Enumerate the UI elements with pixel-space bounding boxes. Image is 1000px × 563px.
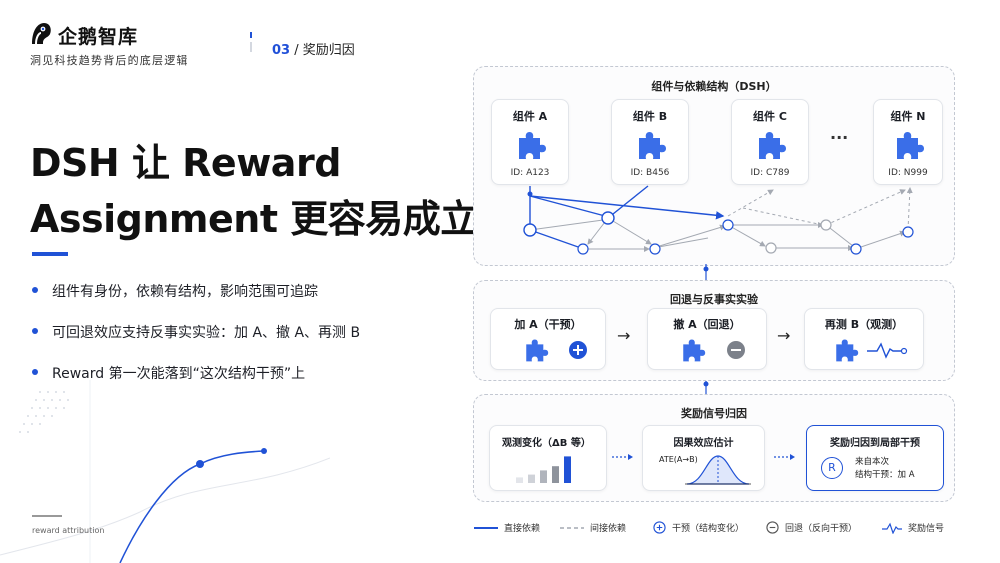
- title-line-1: DSH 让 Reward: [30, 141, 341, 185]
- page-title: DSH 让 Reward Assignment 更容易成立: [30, 135, 478, 247]
- bullet-dot: [32, 287, 38, 293]
- attribution-text: 来自本次 结构干预：加 A: [855, 456, 915, 482]
- step-add-a: 加 A（干预）: [490, 308, 606, 370]
- dotted-arrow: [774, 454, 795, 460]
- bullet-text: 可回退效应支持反事实实验：加 A、撤 A、再测 B: [52, 325, 361, 341]
- component-id: ID: N999: [888, 168, 928, 178]
- legend-label: 直接依赖: [504, 524, 541, 534]
- title-accent-bar: [32, 252, 68, 256]
- step-label: 再测 B（观测）: [824, 318, 904, 331]
- bullet-text: Reward 第一次能落到“这次结构干预”上: [52, 366, 306, 382]
- legend-direct: 直接依赖: [474, 521, 540, 534]
- causal-card: 因果效应估计 ATE(A→B): [642, 425, 765, 491]
- legend-reward: 奖励信号: [882, 521, 944, 534]
- component-name: 组件 C: [753, 110, 787, 123]
- component-name: 组件 A: [512, 110, 548, 123]
- signal-icon: [882, 522, 902, 534]
- spark-bar: [564, 456, 571, 483]
- spark-bar: [528, 474, 535, 483]
- plus-circle-icon: [569, 341, 587, 359]
- legend-indirect: 间接依赖: [560, 521, 626, 534]
- observe-label: 观测变化（ΔB 等）: [502, 438, 591, 449]
- bullet-item: 组件有身份，依赖有结构，影响范围可追踪: [32, 281, 318, 301]
- arrow: →: [617, 326, 631, 345]
- reward-panel-title: 奖励信号归因: [681, 407, 747, 420]
- puzzle-icon: [526, 339, 549, 362]
- component-card-n: 组件 N ID: N999: [873, 99, 943, 185]
- section-title: 奖励归因: [302, 43, 355, 58]
- bullet-dot: [32, 369, 38, 375]
- component-card-c: 组件 C ID: C789: [731, 99, 809, 185]
- footer-divider: [32, 515, 62, 517]
- legend-rollback: 回退（反向干预）: [766, 521, 857, 534]
- attribution-text-line: 结构干预：加 A: [855, 470, 915, 480]
- ate-formula: ATE(A→B): [659, 455, 698, 464]
- bullet-item: Reward 第一次能落到“这次结构干预”上: [32, 363, 305, 383]
- legend-intervention: 干预（结构变化）: [653, 521, 744, 534]
- brand-tagline: 洞见科技趋势背后的底层逻辑: [30, 54, 189, 67]
- signal-icon: [867, 342, 908, 359]
- legend-label: 奖励信号: [908, 524, 945, 534]
- bullet-item: 可回退效应支持反事实实验：加 A、撤 A、再测 B: [32, 322, 360, 342]
- puzzle-icon: [836, 339, 859, 362]
- component-id: ID: C789: [750, 168, 790, 178]
- bullet-text: 组件有身份，依赖有结构，影响范围可追踪: [52, 284, 318, 300]
- bullet-dot: [32, 328, 38, 334]
- footer-caption: reward attribution: [32, 526, 105, 535]
- component-id: ID: B456: [630, 168, 670, 178]
- title-line-2: Assignment 更容易成立: [30, 197, 478, 241]
- legend-label: 间接依赖: [590, 524, 627, 534]
- plus-circle-icon: [653, 521, 666, 534]
- puzzle-icon: [683, 339, 706, 362]
- dependency-graph: [523, 185, 914, 255]
- dotted-arrow: [612, 454, 633, 460]
- legend-label: 干预（结构变化）: [672, 524, 745, 534]
- puzzle-icon: [759, 132, 786, 159]
- reward-badge-icon: R: [821, 457, 843, 479]
- component-name: 组件 B: [632, 110, 668, 123]
- bell-curve-icon: [685, 455, 751, 485]
- decorative-curve: [0, 380, 330, 563]
- attribution-label: 奖励归因到局部干预: [830, 438, 920, 449]
- attribution-card: 奖励归因到局部干预 R 来自本次 结构干预：加 A: [806, 425, 944, 491]
- component-name: 组件 N: [890, 110, 926, 123]
- dsh-panel-title: 组件与依赖结构（DSH）: [651, 80, 777, 93]
- component-card-b: 组件 B ID: B456: [611, 99, 689, 185]
- step-label: 加 A（干预）: [514, 318, 582, 331]
- brand-name: 企鹅智库: [58, 26, 139, 48]
- bar-sparkline: [516, 456, 571, 483]
- arrow: →: [777, 326, 791, 345]
- puzzle-icon: [639, 132, 666, 159]
- puzzle-icon: [519, 132, 546, 159]
- component-card-a: 组件 A ID: A123: [491, 99, 569, 185]
- step-measure-b: 再测 B（观测）: [804, 308, 924, 370]
- experiment-panel-title: 回退与反事实实验: [670, 293, 758, 306]
- causal-label: 因果效应估计: [673, 438, 734, 449]
- step-label: 撤 A（回退）: [673, 318, 741, 331]
- observe-card: 观测变化（ΔB 等）: [489, 425, 607, 491]
- breadcrumb-divider: [250, 32, 252, 62]
- solid-line-icon: [474, 526, 498, 529]
- breadcrumb: 03 / 奖励归因: [272, 39, 355, 58]
- minus-circle-icon: [766, 521, 779, 534]
- attribution-text-line: 来自本次: [855, 457, 890, 467]
- legend-label: 回退（反向干预）: [785, 524, 858, 534]
- ellipsis: ···: [830, 128, 849, 147]
- spark-bar: [540, 470, 547, 483]
- breadcrumb-separator: /: [294, 43, 299, 58]
- spark-bar: [516, 477, 523, 483]
- puzzle-icon: [897, 132, 924, 159]
- minus-circle-icon: [727, 341, 745, 359]
- spark-bar: [552, 466, 559, 483]
- dashed-line-icon: [560, 526, 584, 529]
- component-id: ID: A123: [510, 168, 550, 178]
- step-remove-a: 撤 A（回退）: [647, 308, 767, 370]
- section-number: 03: [272, 43, 291, 58]
- logo-icon: [32, 23, 51, 45]
